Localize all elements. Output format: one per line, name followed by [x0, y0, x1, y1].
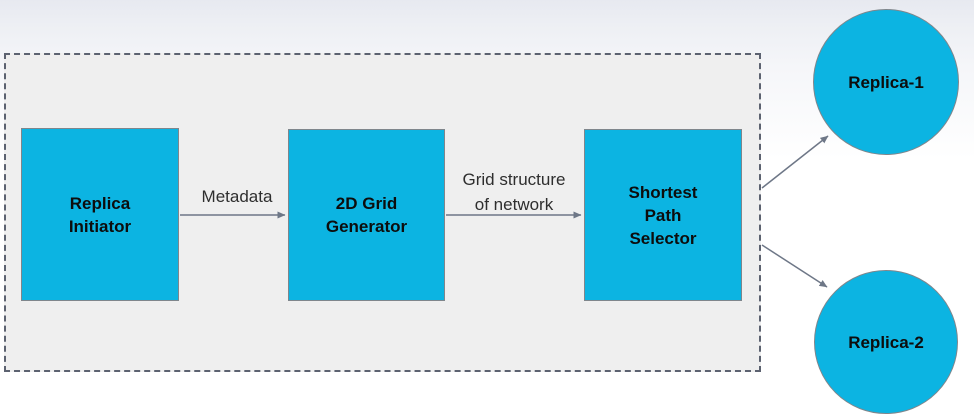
node-replica-2-label: Replica-2	[848, 332, 924, 352]
node-replica-1: Replica-1	[813, 9, 959, 155]
edge-label-grid-structure: Grid structure of network	[462, 170, 566, 214]
edge-to-replica-2-arrow	[761, 244, 828, 288]
node-2d-grid-generator-label: 2D Grid Generator	[325, 194, 408, 236]
node-shortest-path-selector: Shortest Path Selector	[584, 129, 742, 301]
node-replica-2: Replica-2	[814, 270, 958, 414]
node-replica-1-label: Replica-1	[848, 72, 924, 92]
edge-label-metadata: Metadata	[201, 187, 273, 206]
node-replica-initiator-label: Replica Initiator	[68, 193, 132, 236]
node-replica-initiator: Replica Initiator	[21, 128, 179, 301]
node-2d-grid-generator: 2D Grid Generator	[288, 129, 445, 301]
node-shortest-path-selector-label: Shortest Path Selector	[628, 182, 698, 248]
edge-to-replica-1-arrow	[761, 135, 829, 189]
